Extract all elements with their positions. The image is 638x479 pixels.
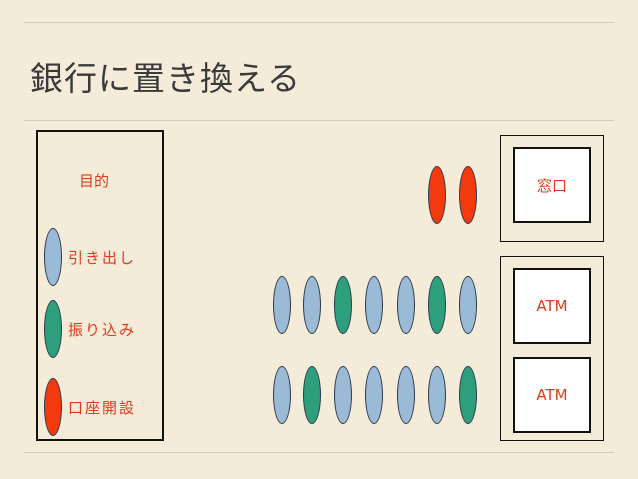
customer-withdrawal (459, 276, 477, 334)
customer-withdrawal (303, 276, 321, 334)
customer-transfer (428, 276, 446, 334)
legend-label-account-opening: 口座開設 (68, 398, 137, 417)
customer-transfer (459, 366, 477, 424)
legend-item-account-opening: 口座開設 (44, 378, 136, 436)
customer-account-opening (428, 166, 446, 224)
top-divider (24, 22, 614, 23)
legend-item-transfer: 振り込み (44, 300, 136, 358)
title-divider (24, 120, 614, 121)
customer-withdrawal (365, 276, 383, 334)
customer-withdrawal (273, 276, 291, 334)
customer-withdrawal (397, 366, 415, 424)
atm-counter-1: ATM (513, 268, 591, 344)
legend-heading: 目的 (79, 172, 110, 190)
account-opening-oval-icon (44, 378, 62, 436)
legend-box: 目的 引き出し 振り込み 口座開設 (36, 130, 164, 441)
customer-account-opening (459, 166, 477, 224)
customer-withdrawal (334, 366, 352, 424)
legend-label-transfer: 振り込み (68, 320, 137, 339)
bottom-divider (24, 452, 614, 453)
page-title: 銀行に置き換える (30, 59, 302, 98)
customer-withdrawal (273, 366, 291, 424)
transfer-oval-icon (44, 300, 62, 358)
teller-counter: 窓口 (513, 147, 591, 223)
customer-withdrawal (397, 276, 415, 334)
teller-area (500, 135, 604, 242)
withdrawal-oval-icon (44, 228, 62, 286)
customer-transfer (334, 276, 352, 334)
customer-withdrawal (428, 366, 446, 424)
legend-label-withdrawal: 引き出し (68, 248, 137, 267)
atm-area (500, 256, 604, 441)
customer-withdrawal (365, 366, 383, 424)
customer-transfer (303, 366, 321, 424)
legend-item-withdrawal: 引き出し (44, 228, 136, 286)
atm-counter-2: ATM (513, 357, 591, 433)
